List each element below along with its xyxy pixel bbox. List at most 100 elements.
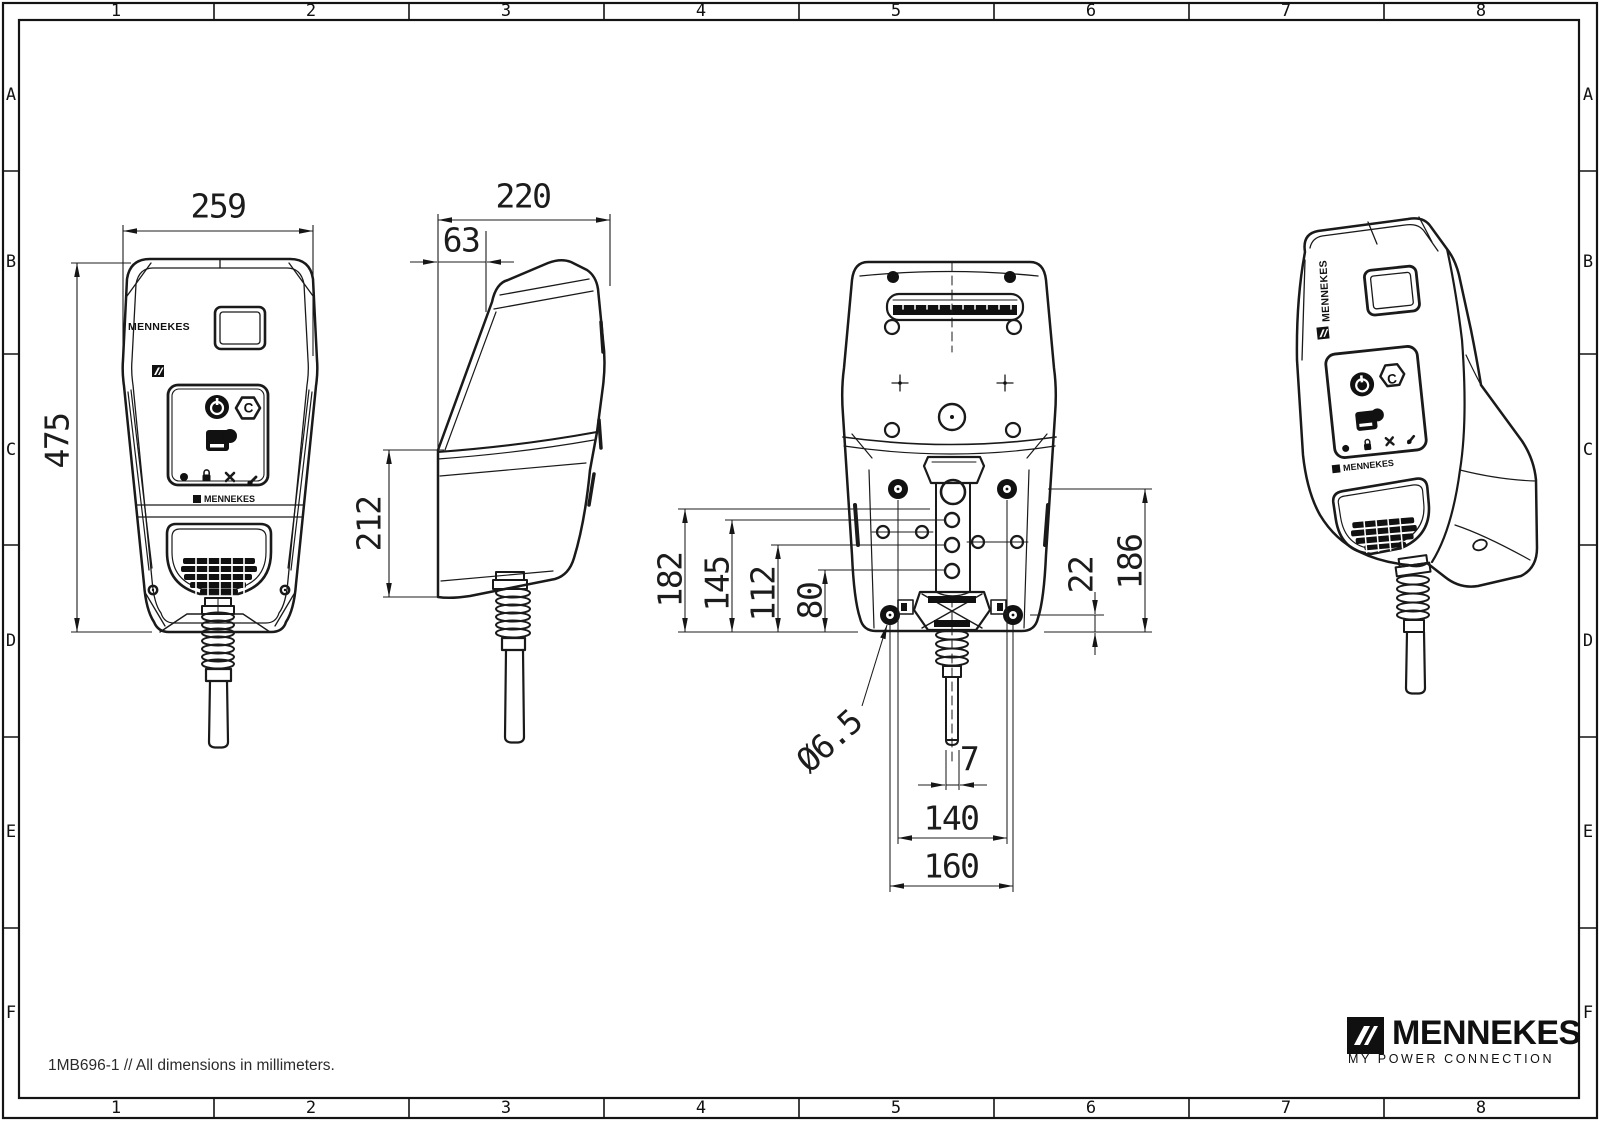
- alignment-cross-marks: [891, 374, 1014, 392]
- front-dimensions: [71, 225, 314, 633]
- display-window: [213, 305, 267, 351]
- mounting-screws: [147, 584, 291, 596]
- side-dimensions: [383, 214, 611, 598]
- grid-row-left-c: C: [5, 440, 17, 460]
- grid-row-right-d: D: [1582, 631, 1594, 651]
- device-logo-mark: [152, 365, 164, 377]
- dim-side-depth: 220: [495, 176, 552, 216]
- dim-front-width: 259: [190, 186, 247, 226]
- grid-row-right-a: A: [1582, 85, 1594, 105]
- title-block-note: 1MB696-1 // All dimensions in millimeter…: [48, 1057, 335, 1074]
- back-cable-coil: [935, 629, 969, 667]
- cable-collar: [204, 667, 233, 683]
- grid-col-bottom-6: 6: [1085, 1098, 1097, 1118]
- dim-side-top-depth: 63: [442, 220, 481, 260]
- grid-col-bottom-5: 5: [890, 1098, 902, 1118]
- dim-back-186: 186: [1110, 534, 1150, 590]
- grid-row-right-f: F: [1582, 1003, 1594, 1023]
- hex-button-icon: [234, 396, 262, 420]
- grid-col-top-1: 1: [110, 1, 122, 21]
- cable-coil: [201, 611, 235, 670]
- front-hex-button-label: C: [243, 400, 254, 416]
- perspective-holster: [1331, 477, 1431, 556]
- front-logo-strip-icon: [192, 495, 201, 503]
- dim-back-140: 140: [923, 798, 980, 838]
- front-vertical-logo: MENNEKES: [128, 321, 190, 333]
- dim-back-112: 112: [743, 566, 783, 622]
- front-logo-strip: MENNEKES: [192, 494, 256, 504]
- side-cable-coil: [495, 587, 531, 639]
- back-cable-collar: [942, 665, 962, 678]
- power-button-icon: [205, 395, 229, 419]
- dim-side-lower-height: 212: [349, 496, 389, 552]
- back-body-outline: [840, 260, 1058, 633]
- grid-row-left-e: E: [5, 822, 17, 842]
- back-cable-gland: [912, 590, 992, 632]
- led-error-icon: [224, 471, 236, 483]
- perspective-cable-gland: [1394, 554, 1432, 578]
- grid-row-right-c: C: [1582, 440, 1594, 460]
- perspective-cable-coil: [1396, 574, 1430, 621]
- grid-col-bottom-3: 3: [500, 1098, 512, 1118]
- grid-row-left-d: D: [5, 631, 17, 651]
- holster: [165, 522, 273, 596]
- holster-ribs: [181, 558, 257, 594]
- dim-back-cable-7: 7: [959, 739, 980, 779]
- rfid-card-icon: [206, 429, 237, 451]
- perspective-logo-strip-icon: [1331, 464, 1341, 474]
- charging-cable: [207, 679, 230, 749]
- led-power-icon: [180, 473, 188, 481]
- vent-slot: [885, 292, 1025, 322]
- led-lock-icon: [202, 474, 211, 482]
- back-view: [840, 260, 1058, 766]
- grid-row-right-e: E: [1582, 822, 1594, 842]
- back-charging-cable: [945, 676, 959, 746]
- brand-tagline: MY POWER CONNECTION: [1348, 1052, 1555, 1066]
- perspective-hex-button-label: C: [1386, 371, 1398, 387]
- perspective-silhouette: [1295, 217, 1539, 588]
- grid-row-right-b: B: [1582, 252, 1594, 272]
- perspective-view: [1295, 216, 1539, 695]
- control-panel: [166, 383, 270, 487]
- grid-col-top-3: 3: [500, 1, 512, 21]
- grid-col-top-5: 5: [890, 1, 902, 21]
- grid-col-bottom-8: 8: [1475, 1098, 1487, 1118]
- side-view: [436, 259, 606, 744]
- brand-logo-icon: [1347, 1017, 1384, 1054]
- dim-back-160: 160: [923, 846, 980, 886]
- dim-front-height: 475: [37, 413, 77, 469]
- wall-mount-holes: [880, 479, 1023, 625]
- dim-back-145: 145: [697, 556, 737, 612]
- dim-back-22: 22: [1061, 556, 1101, 594]
- grid-col-top-6: 6: [1085, 1, 1097, 21]
- side-cable-collar: [500, 636, 527, 652]
- front-view: [121, 257, 319, 749]
- cable-suspension-bracket: [922, 455, 986, 597]
- grid-col-bottom-4: 4: [695, 1098, 707, 1118]
- perspective-logo-mark: [1316, 326, 1330, 340]
- front-logo-strip-text: MENNEKES: [203, 494, 256, 504]
- cable-gland: [201, 597, 235, 615]
- frame-ticks: [3, 3, 1597, 1118]
- grid-col-bottom-2: 2: [305, 1098, 317, 1118]
- status-led-icons: [180, 469, 258, 486]
- grid-row-left-a: A: [5, 85, 17, 105]
- perspective-display-window: [1363, 264, 1421, 317]
- perspective-control-panel: [1324, 345, 1428, 459]
- back-dimensions: [678, 488, 1152, 892]
- grid-col-bottom-1: 1: [110, 1098, 122, 1118]
- grid-col-top-2: 2: [305, 1, 317, 21]
- grid-col-top-8: 8: [1475, 1, 1487, 21]
- brand-name: MENNEKES: [1392, 1014, 1581, 1052]
- grid-col-top-4: 4: [695, 1, 707, 21]
- grid-col-bottom-7: 7: [1280, 1098, 1292, 1118]
- grid-row-left-b: B: [5, 252, 17, 272]
- grid-row-left-f: F: [5, 1003, 17, 1023]
- front-body-outline: [121, 257, 319, 634]
- perspective-charging-cable: [1404, 630, 1427, 695]
- side-body-outline: [436, 259, 606, 600]
- perspective-cable-collar: [1403, 619, 1425, 633]
- dim-back-182: 182: [650, 552, 690, 608]
